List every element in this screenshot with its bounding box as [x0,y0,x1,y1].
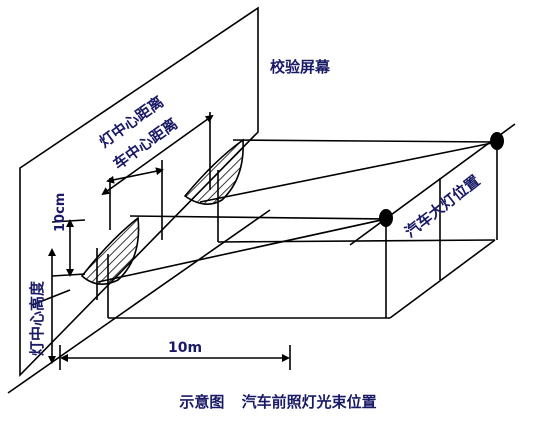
ten-m-label: 10m [168,340,202,356]
screen-label: 校验屏幕 [270,58,331,76]
diagram-caption: 示意图 汽车前照灯光束位置 [0,391,556,412]
floor-right [389,239,496,319]
vehicle-distance-arrow [106,167,164,184]
screen-panel [19,6,259,377]
headlamp-position-label: 汽车大灯位置 [401,172,483,242]
vehicle-axis [349,123,516,246]
headlamp-far [490,132,504,150]
beam-top-near [129,215,387,220]
beam-far-lower [199,141,498,203]
beam-spot-far [183,138,244,205]
ten-cm-label: 10cm [53,193,68,232]
beam-spot-near [80,216,140,285]
headlamp-near [379,209,393,227]
lamp-center-height-label: 灯中心高度 [28,280,46,356]
caption-prefix: 示意图 [179,393,225,411]
beam-top-far [232,139,498,143]
beam-near-lower [97,218,387,283]
ten-cm-bottom-tick [51,273,86,277]
caption-title: 汽车前照灯光束位置 [241,393,377,411]
